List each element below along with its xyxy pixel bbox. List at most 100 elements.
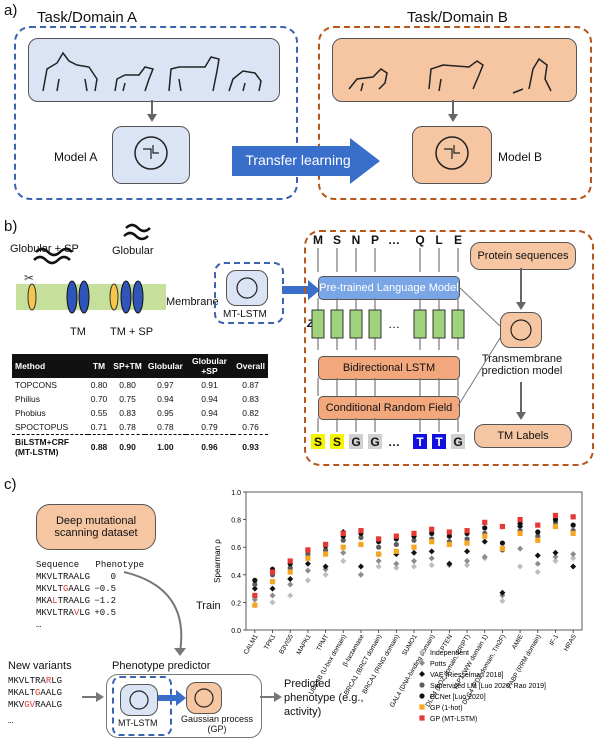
y-tick-label: 0.6 (231, 545, 241, 552)
y-tick-label: 0.4 (231, 573, 241, 580)
train-label: Train (196, 600, 221, 612)
model-a-label: Model A (54, 150, 98, 164)
table-header-2: SP+TM (110, 354, 145, 378)
data-point (481, 553, 488, 560)
legend-marker (419, 660, 425, 666)
data-point (482, 519, 488, 525)
animals-b-panel (332, 38, 577, 102)
output-token: T (432, 434, 446, 449)
new-variant-row: MKVLTRARLG (8, 676, 63, 686)
data-point (534, 560, 541, 567)
tm-label: TM (70, 326, 86, 338)
input-token: N (351, 232, 361, 247)
data-point (340, 537, 346, 543)
brain-icon (435, 136, 469, 170)
table-cell: 0.95 (157, 408, 174, 418)
cat-icons-b (348, 57, 552, 94)
data-point (340, 530, 346, 536)
transfer-label: Transfer learning (245, 152, 351, 168)
train-ellipsis: … (36, 620, 42, 630)
table-cell: 0.79 (201, 422, 218, 432)
legend-marker (419, 682, 425, 688)
predicted-arrow (260, 692, 282, 702)
data-point (269, 585, 276, 592)
arrow-protein-to-model (516, 268, 526, 310)
data-point (535, 533, 541, 539)
data-point (517, 545, 524, 552)
table-cell: 0.83 (242, 394, 259, 404)
data-point (429, 539, 435, 545)
table-cell: 0.71 (90, 422, 108, 432)
data-point (340, 558, 347, 564)
brain-icon (194, 688, 214, 708)
data-point (570, 514, 576, 520)
table-header-3: Globular (144, 354, 186, 378)
predicted-phenotype-label: Predicted phenotype (e.g., activity) (284, 678, 364, 718)
data-point (428, 562, 435, 569)
data-point (304, 577, 311, 584)
legend-label: GP (1-hot) (430, 705, 463, 712)
embedding-cell (451, 309, 465, 339)
panel-a-label: a) (4, 2, 18, 19)
mtlstm-label-c: MT-LSTM (118, 718, 158, 728)
y-tick-label: 0.8 (231, 518, 241, 525)
new-variant-row: MKALTGAALG (8, 688, 63, 698)
output-token: S (330, 434, 344, 449)
legend-marker (419, 671, 425, 677)
output-token: G (349, 434, 363, 449)
new-ellipsis: … (8, 716, 14, 726)
data-point (252, 577, 258, 583)
table-cell: 0.80 (119, 380, 136, 390)
data-point (482, 533, 488, 539)
output-token: G (368, 434, 382, 449)
data-point (499, 545, 506, 552)
data-point (251, 585, 258, 592)
embedding-cell (368, 309, 382, 339)
data-point (393, 564, 400, 571)
data-point (252, 581, 258, 588)
data-point (269, 579, 276, 585)
table-cell: 0.97 (157, 380, 174, 390)
data-point (552, 549, 559, 556)
data-point (269, 569, 276, 575)
data-point (375, 563, 382, 570)
arrow-down-a (147, 100, 157, 122)
data-point (411, 549, 417, 556)
table-cell: 0.70 (90, 394, 108, 404)
y-tick-label: 0.2 (231, 600, 241, 607)
data-point (552, 558, 559, 564)
legend-label: Potts (430, 661, 446, 668)
mtlstm-to-gp-arrow (158, 690, 186, 706)
phenotype-header: Phenotype (95, 560, 145, 570)
data-point (428, 555, 435, 562)
data-point (287, 581, 294, 588)
data-point (481, 538, 488, 545)
data-point (252, 602, 258, 608)
table-header-0: Method (12, 354, 88, 378)
table-cell: 0.91 (201, 380, 218, 390)
data-point (411, 558, 417, 564)
animals-a-panel (28, 38, 280, 102)
data-point (322, 571, 329, 578)
mtlstm-label-b: MT-LSTM (223, 309, 267, 320)
lstm-crf-arrows (317, 378, 459, 396)
data-point (411, 530, 417, 536)
embedding-cell (432, 309, 446, 339)
data-point (357, 571, 364, 578)
data-point (464, 540, 470, 546)
x-tick-label: CALM1 (243, 633, 260, 656)
x-tick-label: IF-1 (548, 633, 560, 647)
table-cell: 0.82 (242, 408, 259, 418)
panel-c-label: c) (4, 476, 17, 493)
table-cell: 0.76 (242, 422, 259, 432)
model-a-box (112, 126, 190, 184)
new-variants-label: New variants (8, 660, 72, 672)
data-point (340, 549, 347, 556)
data-point (446, 560, 453, 567)
domain-b-box (318, 26, 592, 200)
embedding-cell (413, 309, 427, 339)
